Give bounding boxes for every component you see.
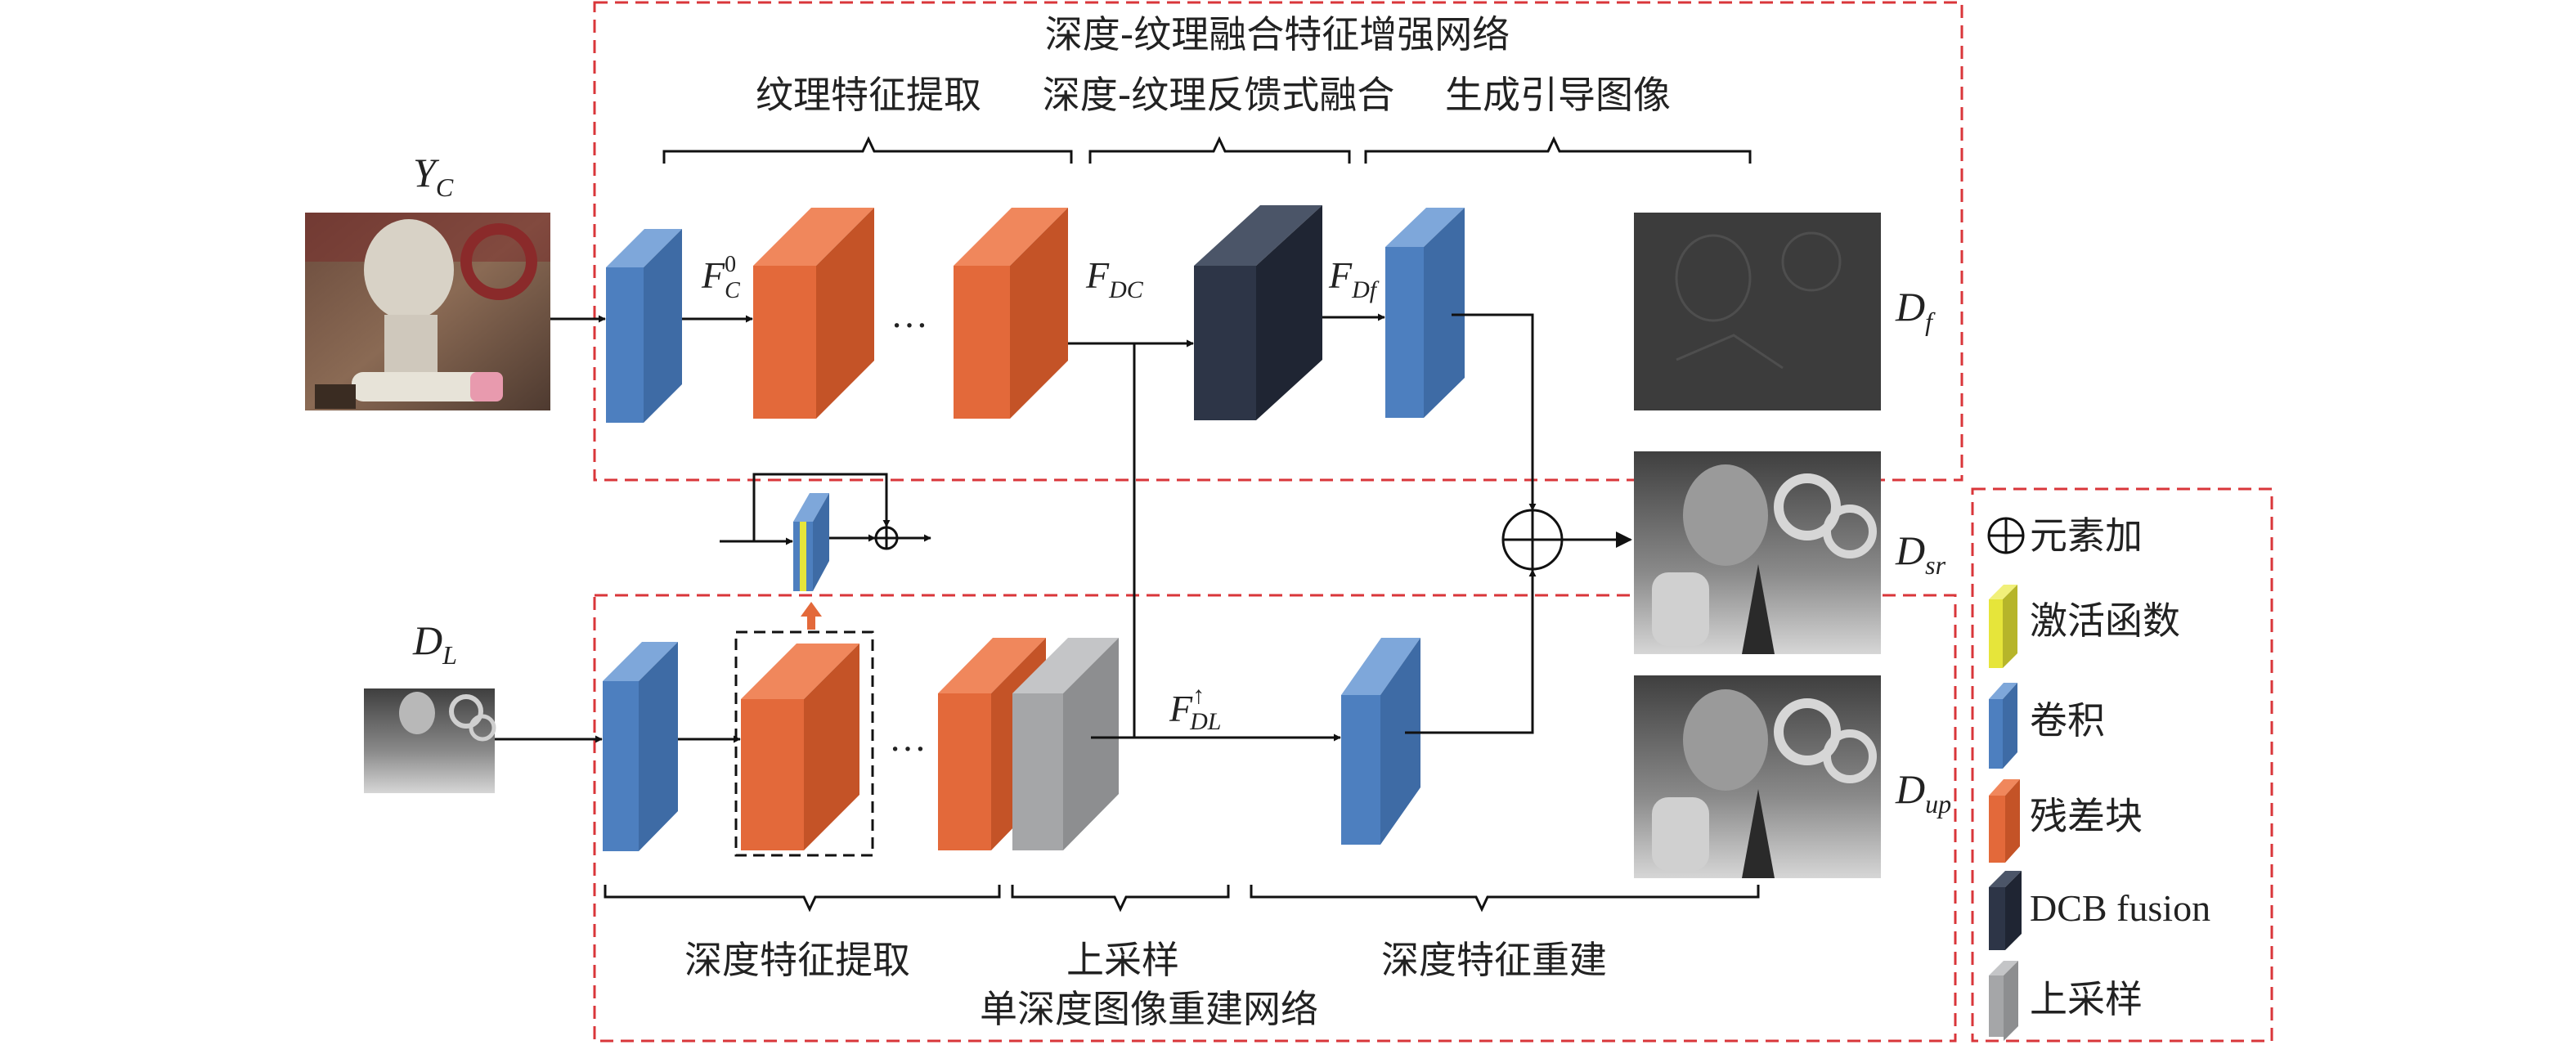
legend-frame (1971, 487, 2273, 1043)
yc-color-image (305, 213, 550, 410)
upsample-icon (1989, 961, 2018, 1041)
dl-label: DL (412, 617, 457, 670)
expand-arrow-icon (801, 602, 822, 630)
bottom-network-frame (593, 594, 1957, 1043)
dcb-fusion-block (1194, 205, 1322, 420)
brace-guidance-generation (1364, 136, 1752, 164)
top-ellipsis: … (891, 294, 928, 335)
bottom-network-title: 单深度图像重建网络 (980, 987, 1318, 1031)
circle-plus-icon (1987, 517, 2025, 554)
convolution-icon (1989, 683, 2017, 769)
legend-item-upsample: 上采样 (1989, 961, 2143, 1041)
stage-label-guidance-generation: 生成引导图像 (1445, 73, 1671, 117)
arrow-guidance-to-sum (1452, 313, 1537, 511)
top-network-frame (593, 1, 1963, 482)
legend-label-residual: 残差块 (2030, 794, 2143, 838)
fdf-label: FDf (1328, 254, 1380, 303)
residual-detail-sum-icon (874, 526, 899, 550)
stage-label-texture-extraction: 纹理特征提取 (756, 73, 981, 117)
residual-detail-block (793, 493, 829, 591)
fdl-label: F↑DL (1169, 682, 1221, 735)
legend-item-dcb-fusion: DCB fusion (1989, 871, 2210, 950)
activation-function-icon (1989, 585, 2017, 668)
legend-item-activation: 激活函数 (1989, 585, 2180, 668)
stage-label-depth-extraction: 深度特征提取 (684, 938, 910, 982)
top-residual-block-2 (954, 208, 1068, 419)
upsample-block (1012, 638, 1119, 850)
dcb-fusion-icon (1989, 871, 2022, 950)
dsr-label: Dsr (1895, 527, 1946, 580)
stage-label-depth-reconstruction: 深度特征重建 (1381, 938, 1607, 982)
stage-label-upsample: 上采样 (1066, 938, 1179, 982)
legend-label-upsample: 上采样 (2030, 977, 2143, 1021)
arrow-reconstruction-to-sum (1405, 569, 1537, 734)
df-image (1634, 213, 1881, 410)
fdc-label: FDC (1085, 254, 1144, 303)
residual-block-icon (1989, 779, 2020, 863)
legend-label-convolution: 卷积 (2030, 698, 2105, 742)
stage-label-feedback-fusion: 深度-纹理反馈式融合 (1043, 73, 1395, 117)
legend-label-element-sum: 元素加 (2030, 514, 2143, 558)
brace-feedback-fusion (1088, 136, 1351, 164)
residual-detail-skip-arrow (752, 473, 891, 541)
legend-label-activation: 激活函数 (2030, 599, 2180, 643)
element-wise-sum-icon (1501, 509, 1564, 571)
top-residual-block-1 (753, 208, 874, 419)
bottom-conv-block-1 (603, 642, 678, 851)
top-network-title: 深度-纹理融合特征增强网络 (1045, 12, 1510, 56)
brace-depth-reconstruction (1250, 885, 1760, 913)
legend-item-convolution: 卷积 (1989, 683, 2105, 769)
dsr-image (1634, 451, 1881, 654)
reconstruction-conv-block (1341, 638, 1420, 845)
brace-depth-extraction (604, 885, 1001, 913)
dl-depth-image (364, 688, 496, 793)
dup-image (1634, 675, 1881, 878)
guidance-conv-block (1385, 208, 1465, 418)
top-conv-block-1 (606, 229, 682, 423)
bottom-residual-block-1 (741, 644, 859, 850)
arrow-upsampled-to-dcb (1133, 339, 1194, 738)
yc-label: YC (413, 150, 454, 202)
legend-item-residual: 残差块 (1989, 779, 2143, 863)
brace-upsample (1011, 885, 1230, 913)
dup-label: Dup (1895, 766, 1951, 819)
df-label: Df (1895, 284, 1936, 336)
bottom-ellipsis: … (889, 717, 927, 759)
legend-label-dcb-fusion: DCB fusion (2030, 887, 2210, 929)
legend-item-element-sum: 元素加 (1987, 514, 2143, 558)
brace-texture-extraction (662, 136, 1073, 164)
